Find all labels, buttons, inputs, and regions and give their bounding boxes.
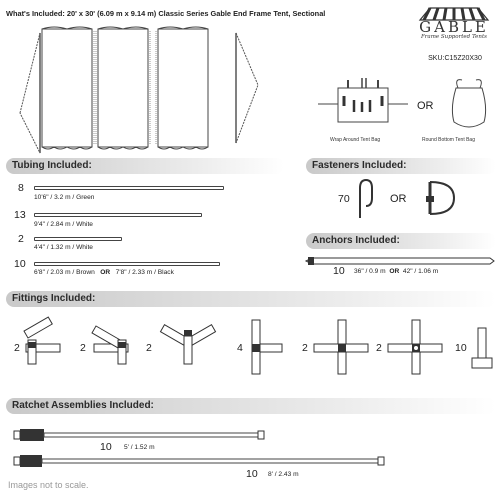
- ratchets-title: Ratchet Assemblies Included:: [12, 400, 154, 411]
- tent-logo-icon: [418, 7, 490, 21]
- tubing-section-header: [6, 158, 284, 174]
- ratchet-8ft-icon: [13, 455, 385, 467]
- sku-label: SKU:C15Z20X30: [428, 55, 482, 62]
- tubing-label-2: 9'4" / 2.84 m / White: [34, 221, 93, 228]
- tube-white-long: [34, 213, 202, 217]
- fitting-count-3: 2: [146, 342, 152, 354]
- scale-note: Images not to scale.: [8, 480, 89, 490]
- fitting-count-7: 10: [455, 342, 467, 354]
- stake-anchor-icon: [304, 257, 495, 265]
- five-way-fitting-icon: [387, 319, 443, 375]
- brand-name: GABLE: [419, 18, 489, 36]
- ratchet-count-2: 10: [246, 468, 258, 480]
- tent-section-2: [95, 26, 151, 150]
- tube-brown-black: [34, 262, 220, 266]
- wrap-around-bag-icon: [318, 78, 408, 123]
- ratchets-section-header: [6, 398, 496, 414]
- tubing-count-1: 8: [18, 182, 24, 194]
- ratchet-count-1: 10: [100, 441, 112, 453]
- fitting-count-5: 2: [302, 342, 308, 354]
- fasteners-title: Fasteners Included:: [312, 160, 407, 171]
- tent-section-3: [155, 26, 209, 150]
- wrap-bag-label: Wrap Around Tent Bag: [330, 137, 381, 143]
- fasteners-section-header: [306, 158, 496, 174]
- ratchet-label-2: 8' / 2.43 m: [268, 471, 299, 478]
- tubing-label-1: 10'6" / 3.2 m / Green: [34, 194, 95, 201]
- base-plate-fitting-icon: [471, 327, 493, 369]
- gable-end-left: [19, 32, 41, 154]
- brand-logo: GABLE Frame Supported Tents: [412, 4, 496, 40]
- fasteners-count: 70: [338, 193, 350, 205]
- tubing-count-2: 13: [14, 209, 26, 221]
- tubing-count-3: 2: [18, 233, 24, 245]
- peak-fitting-icon: [159, 324, 217, 365]
- brand-tagline: Frame Supported Tents: [420, 34, 488, 40]
- corner-fitting-icon: [91, 325, 129, 365]
- bags-or-text: OR: [417, 100, 434, 112]
- tubing-count-4: 10: [14, 258, 26, 270]
- cross-fitting-icon: [313, 319, 369, 375]
- tube-green: [34, 186, 224, 190]
- ratchet-label-1: 5' / 1.52 m: [124, 444, 155, 451]
- anchors-section-header: [306, 233, 496, 249]
- round-bottom-bag-icon: [451, 79, 487, 128]
- fitting-count-4: 4: [237, 342, 243, 354]
- fitting-count-6: 2: [376, 342, 382, 354]
- round-bag-label: Round Bottom Tent Bag: [422, 137, 475, 143]
- gable-end-fitting-icon: [23, 316, 61, 365]
- tubing-label-4: 6'8" / 2.03 m / Brown OR 7'8" / 2.33 m /…: [34, 269, 174, 276]
- ratchet-5ft-icon: [13, 429, 265, 441]
- fittings-section-header: [6, 291, 496, 307]
- tent-section-1: [41, 26, 95, 150]
- quick-link-fastener-icon: [426, 181, 456, 215]
- r-clip-fastener-icon: [359, 178, 373, 218]
- tubing-label-3: 4'4" / 1.32 m / White: [34, 244, 93, 251]
- fitting-count-2: 2: [80, 342, 86, 354]
- tube-white-short: [34, 237, 122, 241]
- tubing-title: Tubing Included:: [12, 160, 92, 171]
- tent-sections-illustration: [19, 26, 259, 154]
- anchors-count: 10: [333, 265, 345, 277]
- fitting-count-1: 2: [14, 342, 20, 354]
- anchors-label: 36" / 0.9 m OR 42" / 1.06 m: [354, 268, 439, 275]
- side-tee-fitting-icon: [251, 319, 283, 375]
- page-title: What's Included: 20' x 30' (6.09 m x 9.1…: [6, 9, 326, 18]
- gable-end-right: [235, 32, 259, 144]
- anchors-title: Anchors Included:: [312, 235, 400, 246]
- fittings-title: Fittings Included:: [12, 293, 96, 304]
- fasteners-or-text: OR: [390, 193, 407, 205]
